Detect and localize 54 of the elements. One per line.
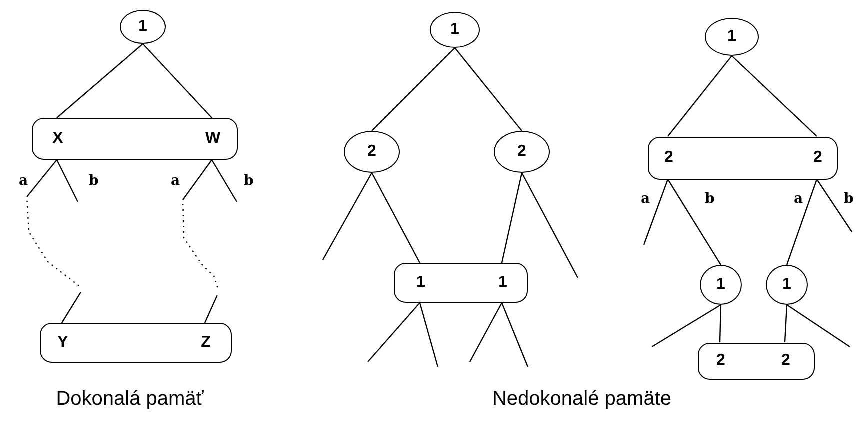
player-label: Y: [53, 334, 73, 352]
branch-line: [652, 304, 722, 348]
decision-node: 2: [494, 131, 550, 173]
branch-line: [142, 44, 212, 118]
player-label: 2: [776, 352, 796, 370]
player-label: 2: [711, 352, 731, 370]
branch-line: [322, 172, 373, 260]
branch-line: [786, 179, 818, 266]
branch-line: [784, 304, 788, 343]
branch-line: [454, 48, 522, 132]
branch-line: [521, 172, 579, 278]
player-label: Z: [196, 334, 216, 352]
branch-line: [816, 179, 852, 232]
branch-line: [419, 302, 439, 368]
decision-node: 2: [344, 131, 400, 173]
information-set-box: [648, 136, 838, 180]
branch-line: [211, 160, 238, 202]
information-set-box: [32, 118, 238, 160]
dotted-branch-line: [26, 160, 84, 324]
caption: Dokonalá pamäť: [56, 388, 204, 411]
player-label: 1: [411, 274, 431, 292]
branch-line: [56, 44, 144, 118]
branch-line: [786, 304, 850, 348]
dotted-branch-line: [182, 160, 220, 324]
information-set-box: [698, 342, 814, 380]
player-label: W: [203, 130, 223, 148]
branch-line: [469, 302, 503, 362]
branch-line: [732, 56, 818, 137]
decision-node: 1: [766, 265, 808, 305]
caption: Nedokonalé pamäte: [492, 388, 672, 411]
player-label: 2: [808, 149, 828, 167]
edge-label: b: [704, 192, 716, 206]
edge-label: b: [243, 174, 255, 188]
decision-node: 1: [705, 18, 759, 56]
decision-node: 1: [700, 265, 742, 305]
edge-label: b: [843, 192, 855, 206]
branch-line: [643, 179, 669, 246]
branch-line: [368, 302, 420, 362]
branch-line: [719, 304, 722, 343]
branch-line: [668, 56, 732, 137]
branch-line: [371, 172, 421, 264]
information-set-box: [40, 323, 232, 363]
branch-line: [501, 172, 523, 264]
edge-label: b: [88, 174, 100, 188]
player-label: 2: [659, 149, 679, 167]
branch-line: [56, 160, 79, 202]
player-label: 1: [493, 274, 513, 292]
decision-node: 1: [430, 12, 480, 48]
information-set-box: [394, 263, 528, 303]
branch-line: [372, 48, 456, 132]
branch-line: [668, 179, 722, 266]
decision-node: 1: [120, 10, 166, 44]
branch-line: [501, 302, 529, 368]
player-label: X: [48, 130, 68, 148]
